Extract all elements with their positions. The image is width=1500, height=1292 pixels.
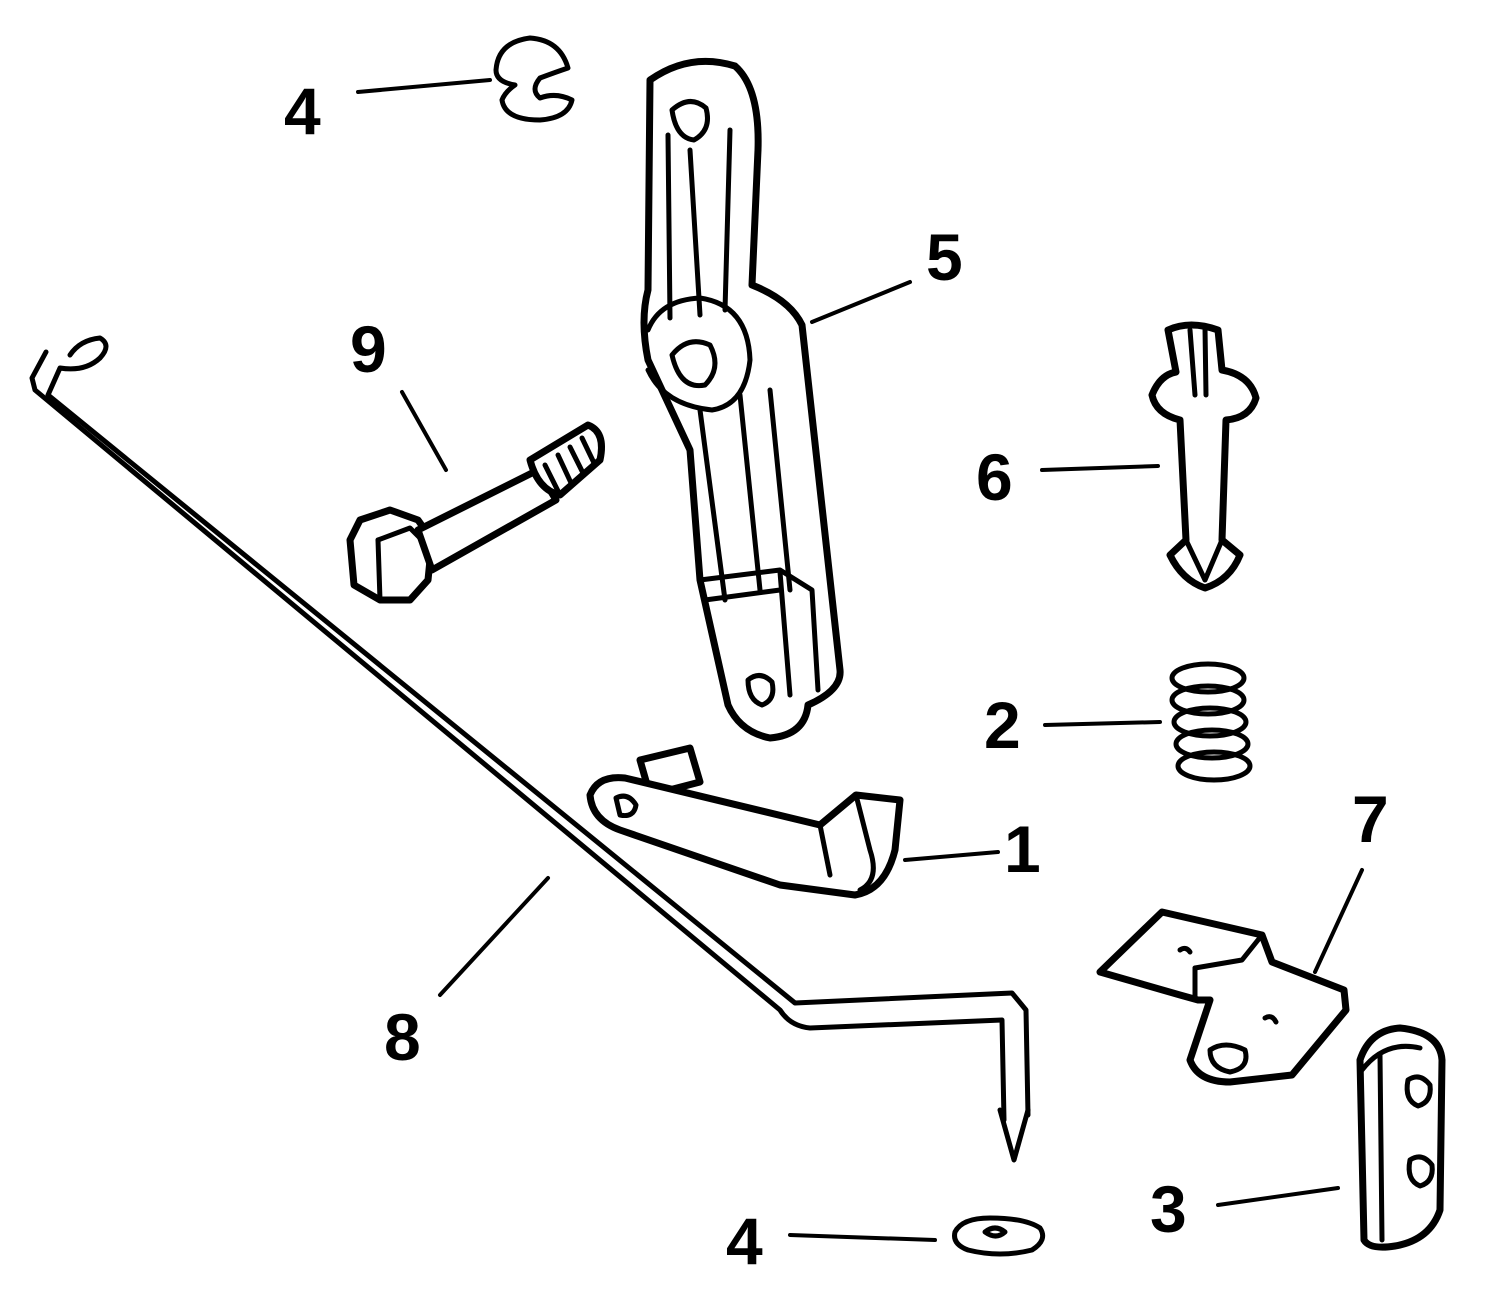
callout-4-bottom: 4 <box>726 1204 763 1278</box>
leader-8 <box>438 876 550 997</box>
leader-3 <box>1216 1186 1340 1207</box>
part-1-small-lever <box>586 744 904 899</box>
leader-9 <box>400 390 448 472</box>
part-4-eclip-top <box>493 35 575 123</box>
leader-4-bottom <box>788 1233 937 1242</box>
callout-1: 1 <box>1004 812 1041 886</box>
part-8-rod <box>29 335 1031 1163</box>
part-9-shoulder-bolt <box>346 421 605 604</box>
part-3-cam-block <box>1356 1024 1446 1251</box>
callout-5: 5 <box>926 220 963 294</box>
leader-6 <box>1040 464 1160 472</box>
callout-7: 7 <box>1352 782 1389 856</box>
part-7-bracket-plate <box>1096 908 1350 1086</box>
leader-2 <box>1043 720 1162 727</box>
part-2-coil-spring <box>1169 661 1253 783</box>
part-6-push-pin <box>1148 321 1260 592</box>
leader-7 <box>1313 868 1364 974</box>
leader-4-top <box>356 78 492 94</box>
leader-1 <box>903 850 1000 862</box>
callout-2: 2 <box>984 688 1021 762</box>
callout-9: 9 <box>350 312 387 386</box>
leader-5 <box>810 280 912 324</box>
callout-6: 6 <box>976 440 1013 514</box>
callout-4-top: 4 <box>284 74 321 148</box>
leader-lines <box>356 78 1364 1242</box>
callout-8: 8 <box>384 1000 421 1074</box>
part-5-lever-arm <box>640 57 844 742</box>
callout-3: 3 <box>1150 1172 1187 1246</box>
part-4-eclip-bottom <box>952 1215 1046 1257</box>
